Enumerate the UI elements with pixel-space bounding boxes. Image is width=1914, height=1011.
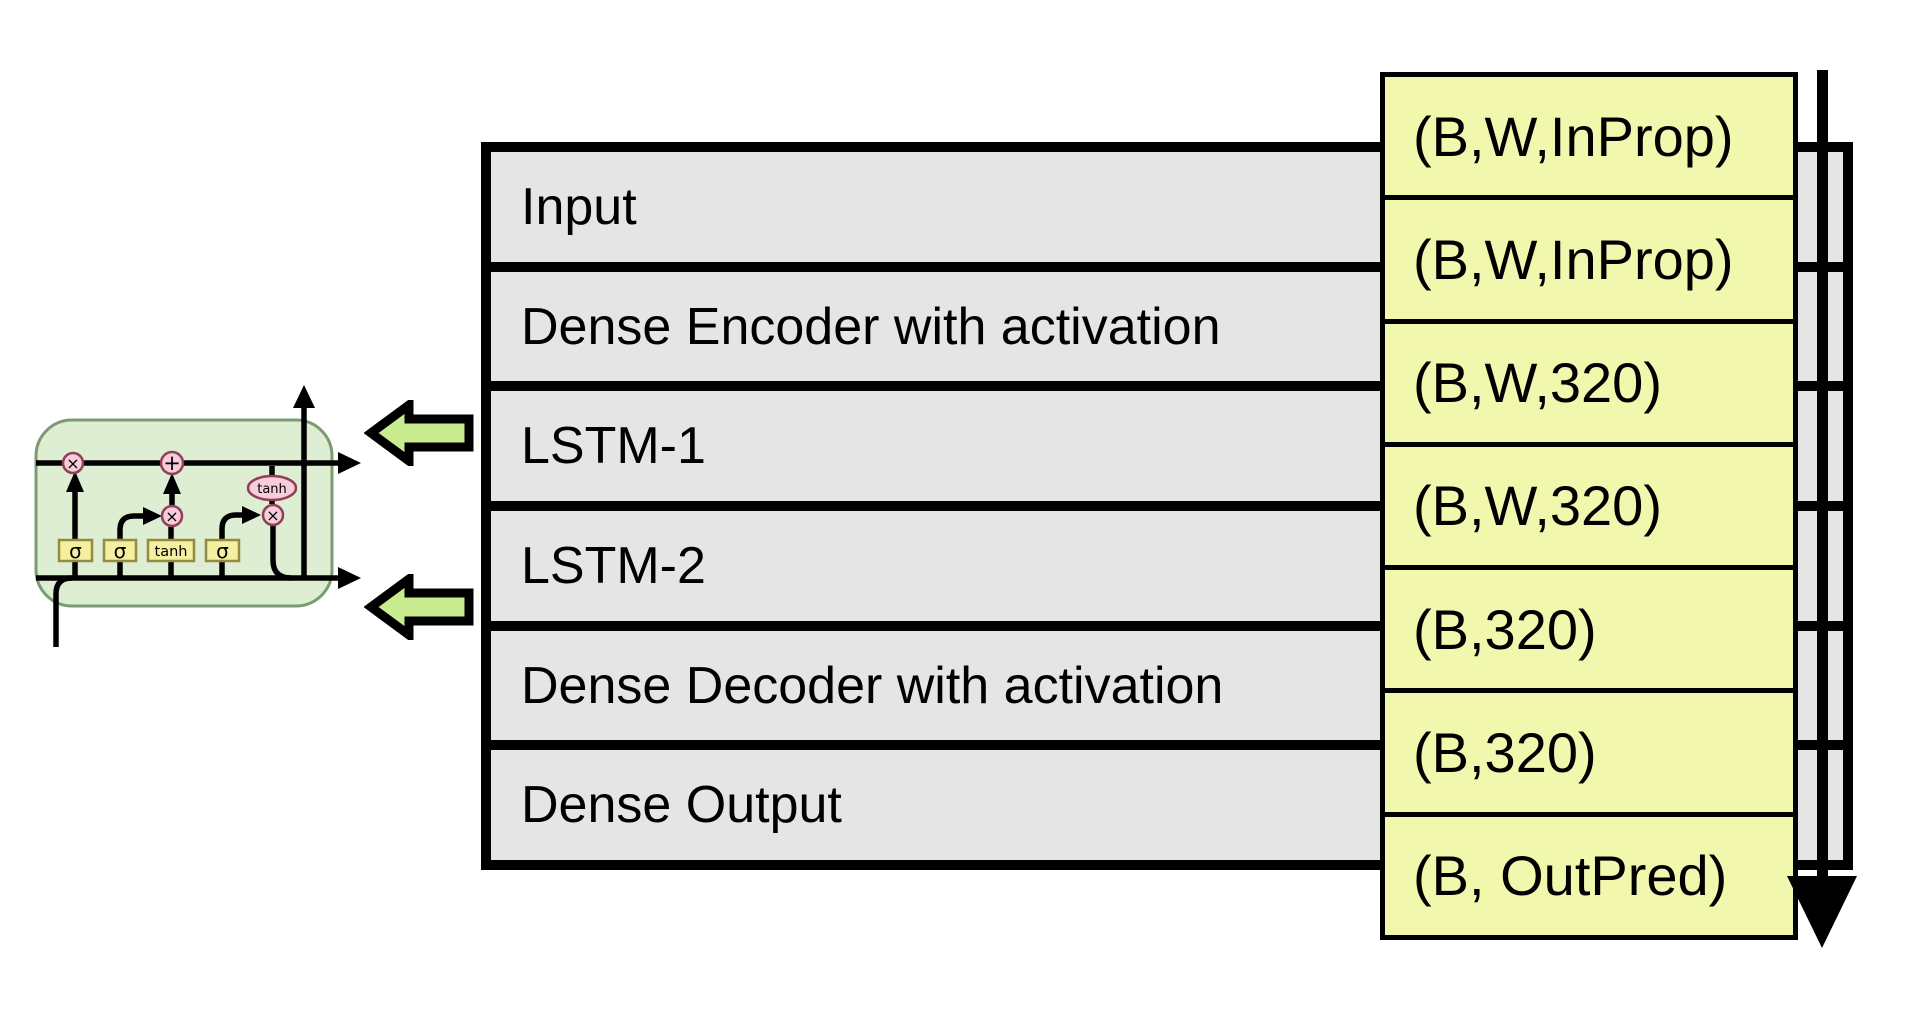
tensor-shape-label: (B,W,320) bbox=[1413, 351, 1662, 415]
add-symbol: + bbox=[163, 451, 181, 475]
forget-multiply-node bbox=[61, 451, 85, 475]
shape-box: (B,320) bbox=[1385, 570, 1793, 694]
tensor-shape-label: (B,320) bbox=[1413, 721, 1597, 785]
output-gate-stem bbox=[219, 512, 244, 578]
gate-label: σ bbox=[216, 539, 229, 563]
multiply-symbol: × bbox=[266, 506, 279, 525]
gate-sigma-1 bbox=[57, 538, 94, 563]
layer-label: Input bbox=[521, 177, 637, 236]
input-line bbox=[53, 575, 73, 647]
input-gate-stem bbox=[117, 513, 145, 578]
layer-label: Dense Encoder with activation bbox=[521, 297, 1221, 356]
cell-state-out-arrow-icon bbox=[338, 452, 361, 474]
layer-label: LSTM-2 bbox=[521, 536, 706, 595]
lstm2-detail-arrow-icon bbox=[364, 574, 474, 640]
output-gate-down-line bbox=[270, 526, 292, 581]
gate-label: tanh bbox=[155, 544, 188, 560]
gate-label: σ bbox=[69, 539, 82, 563]
output-multiply-node bbox=[261, 503, 285, 527]
tensor-shape-label: (B, OutPred) bbox=[1413, 844, 1728, 908]
gate-tanh bbox=[146, 538, 196, 563]
multiply-symbol: × bbox=[165, 507, 178, 526]
dataflow-arrow-head-icon bbox=[1787, 876, 1857, 948]
tensor-shape-label: (B,320) bbox=[1413, 597, 1597, 661]
layer-label: Dense Decoder with activation bbox=[521, 656, 1224, 715]
multiply-symbol: × bbox=[66, 454, 79, 473]
tensor-shape-column: (B,W,InProp) (B,W,InProp) (B,W,320) (B,W… bbox=[1380, 72, 1798, 940]
tanh-symbol: tanh bbox=[257, 482, 287, 497]
gate-label: σ bbox=[114, 539, 127, 563]
input-gate-arrow-icon bbox=[143, 507, 162, 525]
gate-sigma-3 bbox=[204, 538, 241, 563]
gate-sigma-2 bbox=[102, 538, 138, 563]
tensor-shape-label: (B,W,320) bbox=[1413, 474, 1662, 538]
input-multiply-node bbox=[160, 504, 184, 528]
tanh-activation-node bbox=[246, 474, 298, 502]
shape-box: (B,W,InProp) bbox=[1385, 200, 1793, 324]
layer-label: Dense Output bbox=[521, 776, 842, 835]
add-arrow-icon bbox=[163, 473, 181, 494]
shape-box: (B, OutPred) bbox=[1385, 816, 1793, 935]
shape-box: (B,W,320) bbox=[1385, 323, 1793, 447]
output-up-arrow-icon bbox=[293, 385, 315, 408]
layer-label: LSTM-1 bbox=[521, 417, 706, 476]
lstm-cell-diagram: × + × tanh × σ σ tanh σ bbox=[34, 385, 361, 647]
dataflow-arrow-shaft bbox=[1817, 70, 1828, 880]
tensor-shape-label: (B,W,InProp) bbox=[1413, 104, 1734, 168]
shape-box: (B,320) bbox=[1385, 693, 1793, 817]
lstm1-detail-arrow-icon bbox=[364, 400, 474, 466]
hidden-out-arrow-icon bbox=[338, 567, 361, 589]
output-gate-arrow-icon bbox=[242, 506, 261, 524]
tensor-shape-label: (B,W,InProp) bbox=[1413, 227, 1734, 291]
shape-box: (B,W,320) bbox=[1385, 446, 1793, 571]
forget-arrow-icon bbox=[66, 471, 84, 492]
shape-box: (B,W,InProp) bbox=[1385, 77, 1793, 201]
add-node bbox=[159, 450, 185, 476]
